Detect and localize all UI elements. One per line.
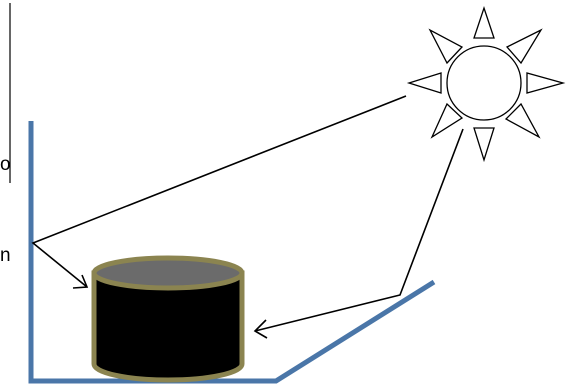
solar-cooker-pot-icon [94,258,242,380]
sun-ray-n [474,8,494,38]
sun-ray-w [409,73,441,93]
light-ray-reflected-right [255,129,463,331]
pot-lid [94,258,242,288]
text-fragment-mid: n [0,246,11,265]
light-ray-reflected-left [33,96,406,287]
sun-icon [409,8,563,160]
sun-ray-e [527,73,563,93]
text-fragment-top: o [0,155,11,174]
sun-disc [447,46,521,120]
sun-ray-s [474,128,494,160]
